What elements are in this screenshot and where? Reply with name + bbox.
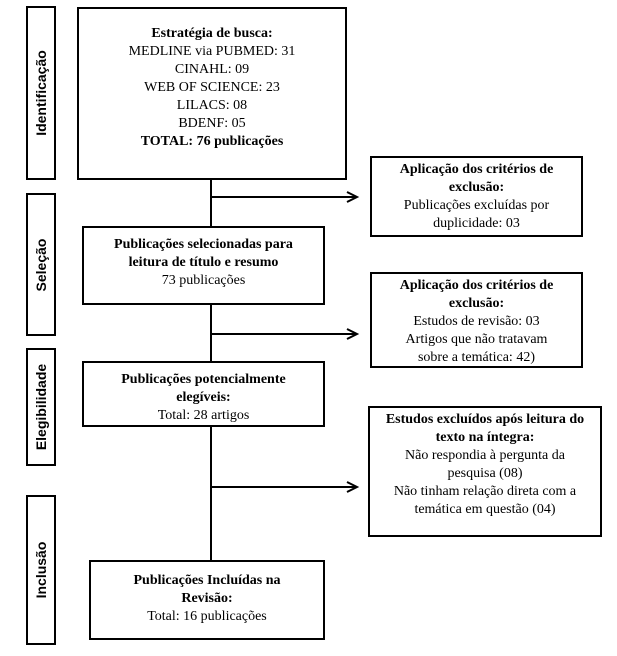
phase-inclusao: Inclusão: [26, 495, 56, 645]
source-count: WEB OF SCIENCE: 23: [144, 80, 280, 95]
elegibilidade-count: Total: 28 artigos: [157, 408, 250, 423]
phase-selecao: Seleção: [26, 193, 56, 336]
identificacao-title: Estratégia de busca:: [151, 26, 273, 41]
selecao-count: 73 publicações: [161, 273, 246, 288]
identificacao-total: TOTAL: 76 publicações: [140, 134, 284, 149]
exclusao-box-3: Estudos excluídos após leitura do texto …: [368, 406, 602, 537]
exclusao-3-line: Não tinham relação direta com a temática…: [393, 484, 577, 517]
inclusao-box: Publicações Incluídas na Revisão: Total:…: [89, 560, 325, 640]
identificacao-box: Estratégia de busca: MEDLINE via PUBMED:…: [77, 7, 347, 180]
exclusao-1-title: Aplicação dos critérios de exclusão:: [399, 162, 554, 195]
exclusao-box-2: Aplicação dos critérios de exclusão: Est…: [370, 272, 583, 368]
selecao-title: Publicações selecionadas para leitura de…: [114, 237, 293, 270]
arrow-head-icon: [346, 191, 360, 203]
source-count: CINAHL: 09: [174, 62, 250, 77]
inclusao-title: Publicações Incluídas na Revisão:: [133, 573, 281, 606]
exclusao-2-line: Artigos que não tratavam sobre a temátic…: [405, 332, 548, 365]
source-count: BDENF: 05: [178, 116, 246, 131]
phase-identificacao: Identificação: [26, 6, 56, 180]
exclusao-1-line: Publicações excluídas por duplicidade: 0…: [403, 198, 550, 231]
elegibilidade-box: Publicações potencialmente elegíveis: To…: [82, 361, 325, 427]
phase-elegibilidade: Elegibilidade: [26, 348, 56, 466]
arrow-head-icon: [346, 328, 360, 340]
exclusao-3-line: Não respondia à pergunta da pesquisa (08…: [405, 448, 565, 481]
source-count: MEDLINE via PUBMED: 31: [128, 44, 296, 59]
arrow-head-icon: [346, 481, 360, 493]
selecao-box: Publicações selecionadas para leitura de…: [82, 226, 325, 305]
exclusao-2-title: Aplicação dos critérios de exclusão:: [399, 278, 554, 311]
elegibilidade-title: Publicações potencialmente elegíveis:: [121, 372, 286, 405]
exclusao-box-1: Aplicação dos critérios de exclusão: Pub…: [370, 156, 583, 237]
exclusao-3-title: Estudos excluídos após leitura do texto …: [385, 412, 585, 445]
source-count: LILACS: 08: [176, 98, 248, 113]
inclusao-count: Total: 16 publicações: [147, 609, 267, 624]
exclusao-2-line: Estudos de revisão: 03: [413, 314, 540, 329]
